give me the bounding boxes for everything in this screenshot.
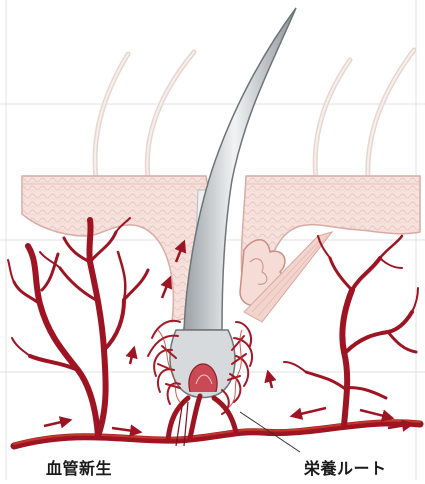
left-vessel-tree	[8, 218, 148, 436]
arrow-icon	[162, 278, 170, 298]
nutrient-route-label: 栄養ルート	[304, 455, 387, 479]
background-hairs	[95, 50, 414, 180]
arrow-icon	[360, 410, 392, 418]
angiogenesis-label: 血管新生	[46, 455, 112, 479]
arrow-icon	[268, 372, 272, 388]
arrow-icon	[130, 348, 134, 364]
arrow-icon	[292, 408, 326, 416]
main-blood-vessel	[14, 421, 420, 446]
arrow-icon	[112, 428, 140, 432]
arrow-icon	[44, 420, 70, 426]
